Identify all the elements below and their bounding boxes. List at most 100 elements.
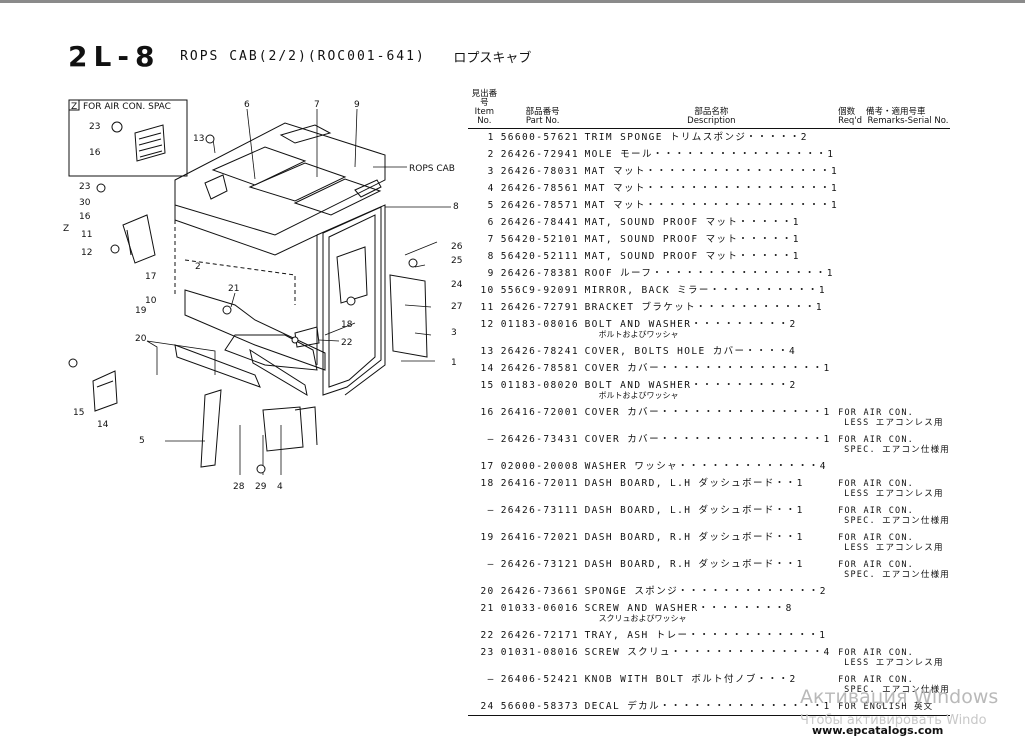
- description: SCREW スクリュ・・・・・・・・・・・・・・4: [585, 644, 839, 671]
- item-no: 6: [487, 217, 495, 228]
- remarks: [838, 214, 950, 231]
- description-text: COVER, BOLTS HOLE カバー・・・・4: [584, 346, 797, 357]
- callout-13: 13: [193, 134, 204, 144]
- table-row: 20 26426-73661 SPONGE スポンジ・・・・・・・・・・・・・2: [468, 583, 950, 600]
- item-no: 19: [480, 532, 495, 543]
- callout-30: 30: [79, 198, 91, 208]
- item-no: 9: [487, 268, 495, 279]
- item-no: 4: [487, 183, 495, 194]
- description-jp: ボルトおよびワッシャ: [598, 391, 679, 400]
- item-no: –: [487, 674, 495, 685]
- callout-3: 3: [451, 328, 457, 338]
- part-no: 26426-78571: [500, 200, 580, 211]
- dash-board-left: [184, 289, 326, 371]
- remarks: FOR AIR CON.LESS エアコンレス用: [838, 644, 950, 671]
- part-no: 26406-52421: [500, 674, 580, 685]
- remarks-line1: FOR AIR CON.: [838, 648, 914, 658]
- remarks: FOR AIR CON.SPEC. エアコン仕様用: [838, 671, 950, 698]
- description: DASH BOARD, R.H ダッシュボード・・1: [585, 529, 839, 556]
- description: KNOB WITH BOLT ボルト付ノブ・・・2: [585, 671, 839, 698]
- description: TRAY, ASH トレー・・・・・・・・・・・・1: [585, 627, 839, 644]
- part-no: 26426-78031: [500, 166, 580, 177]
- description: MAT マット・・・・・・・・・・・・・・・・・1: [585, 197, 839, 214]
- description: DASH BOARD, L.H ダッシュボード・・1: [585, 502, 839, 529]
- callout-25: 25: [451, 256, 462, 266]
- description: ROOF ルーフ・・・・・・・・・・・・・・・・1: [585, 265, 839, 282]
- remarks-line1: FOR AIR CON.: [838, 408, 914, 418]
- item-no: 21: [480, 603, 495, 614]
- item-no: 15: [480, 380, 495, 391]
- item-no: 13: [480, 346, 495, 357]
- item-no: –: [487, 434, 495, 445]
- callout-18: 18: [341, 320, 353, 330]
- callout-21: 21: [228, 284, 239, 294]
- inset-box: [68, 99, 188, 177]
- description-text: BRACKET ブラケット・・・・・・・・・・・1: [584, 302, 824, 313]
- item-no: 16: [480, 407, 495, 418]
- description-text: MAT, SOUND PROOF マット・・・・・1: [584, 251, 800, 262]
- page-title: ROPS CAB(2/2)(ROC001-641): [180, 49, 426, 64]
- parts-diagram: FOR AIR CON. SPAC Z 6 7 9 13 8 23 16 23 …: [55, 95, 475, 505]
- mat-right: [389, 274, 428, 358]
- remarks: [838, 231, 950, 248]
- callout-16b: 16: [79, 212, 91, 222]
- callout-2: 2: [195, 262, 201, 272]
- description: WASHER ワッシャ・・・・・・・・・・・・・4: [585, 458, 839, 475]
- part-no: 26426-73431: [500, 434, 580, 445]
- description: TRIM SPONGE トリムスポンジ・・・・・2: [585, 129, 839, 147]
- remarks-line1: FOR ENGLISH 英文: [838, 702, 934, 712]
- part-no: 26426-78561: [500, 183, 580, 194]
- description: COVER カバー・・・・・・・・・・・・・・・1: [585, 360, 839, 377]
- remarks-line2: SPEC. エアコン仕様用: [844, 516, 950, 526]
- remarks: FOR AIR CON.LESS エアコンレス用: [838, 404, 950, 431]
- callout-27: 27: [451, 302, 462, 312]
- callout-19: 19: [135, 306, 147, 316]
- item-no: 18: [480, 478, 495, 489]
- part-no: 556C9-92091: [500, 285, 580, 296]
- remarks-line1: FOR AIR CON.: [838, 479, 914, 489]
- cover-5: [200, 389, 222, 468]
- rear-window-frame: [322, 206, 382, 396]
- part-no: 26416-72021: [500, 532, 580, 543]
- remarks: [838, 627, 950, 644]
- description: COVER カバー・・・・・・・・・・・・・・・1: [585, 404, 839, 431]
- description: MAT マット・・・・・・・・・・・・・・・・・1: [585, 163, 839, 180]
- callout-23a: 23: [89, 122, 100, 132]
- item-no: 20: [480, 586, 495, 597]
- description: DASH BOARD, L.H ダッシュボード・・1: [585, 475, 839, 502]
- description-text: SCREW スクリュ・・・・・・・・・・・・・・4: [584, 647, 831, 658]
- top-rule: [0, 0, 1025, 3]
- windows-activation-subtext: Чтобы активировать Windo: [800, 713, 987, 728]
- remarks: FOR AIR CON.SPEC. エアコン仕様用: [838, 502, 950, 529]
- callout-16a: 16: [89, 148, 101, 158]
- item-no: 2: [487, 149, 495, 160]
- table-row: 9 26426-78381 ROOF ルーフ・・・・・・・・・・・・・・・・1: [468, 265, 950, 282]
- part-no: 26426-73661: [500, 586, 580, 597]
- remarks: [838, 129, 950, 147]
- windows-activation-watermark: Активация Windows: [800, 686, 999, 708]
- description: DECAL デカル・・・・・・・・・・・・・・・1: [584, 698, 839, 716]
- remarks-line2: LESS エアコンレス用: [844, 658, 944, 668]
- description-text: SPONGE スポンジ・・・・・・・・・・・・・2: [584, 586, 827, 597]
- remarks: [838, 360, 950, 377]
- description: MAT, SOUND PROOF マット・・・・・1: [585, 231, 839, 248]
- remarks: [838, 180, 950, 197]
- part-no: 26426-78381: [500, 268, 580, 279]
- remarks-line1: FOR AIR CON.: [838, 675, 914, 685]
- description-text: COVER カバー・・・・・・・・・・・・・・・1: [584, 363, 831, 374]
